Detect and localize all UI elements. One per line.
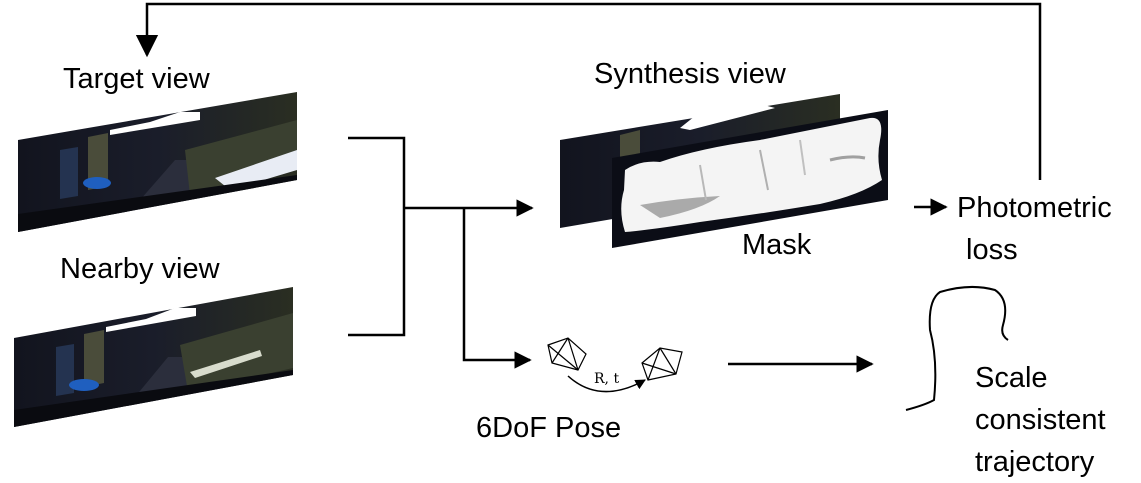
trajectory-label-line2: consistent [975,404,1106,436]
pose-arc-arrow [567,375,646,393]
nearby-view-image [14,287,293,427]
pose-label: 6DoF Pose [476,412,622,444]
mask-image [612,110,888,248]
trajectory-curve [905,286,1009,411]
photometric-loss-label-line1: Photometric [957,192,1112,224]
mask-label: Mask [742,229,812,261]
feedback-arrow [135,2,1042,180]
target-view-label: Target view [63,63,210,95]
target-view-image [18,92,297,232]
photometric-loss-label-line2: loss [966,234,1018,266]
input-bracket [348,136,534,369]
pose-params-label: R, t [594,371,619,387]
synthesis-view-label: Synthesis view [594,58,786,90]
camera-frustum-icon [547,337,587,371]
trajectory-label-line3: trajectory [975,446,1095,478]
nearby-view-label: Nearby view [60,253,220,285]
camera-frustum-icon [641,347,683,381]
trajectory-label-line1: Scale [975,362,1048,394]
